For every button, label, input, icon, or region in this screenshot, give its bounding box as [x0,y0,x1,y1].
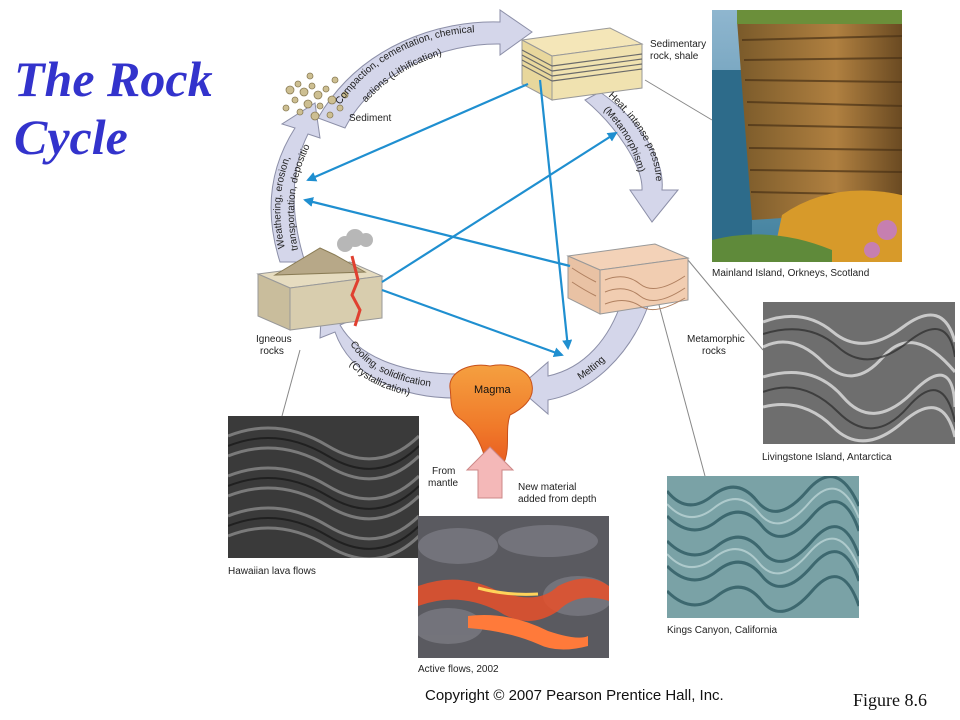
new-material-label-line-2: added from depth [518,494,596,505]
weathering-arrow [270,102,321,263]
hawaiian-caption: Hawaiian lava flows [228,566,316,577]
metamorphic-label-line-2: rocks [702,346,726,357]
metamorphic-rock-block [566,243,690,315]
igneous-to-magma-arrow [381,288,564,357]
shortcut-arrows [303,79,618,357]
magma-label: Magma [474,384,512,396]
igneous-label-line-2: rocks [260,346,284,357]
livingstone-photo [763,302,955,444]
from-mantle-label-line-2: mantle [428,478,458,489]
orkneys-caption: Mainland Island, Orkneys, Scotland [712,268,870,279]
orkneys-cliff-photo [712,10,902,262]
kings-canyon-photo [667,476,859,618]
metamorphic-to-sediment-arrow [303,197,571,268]
metamorphic-label-line-1: Metamorphic [687,334,745,345]
page-title: The Rock Cycle [14,50,213,166]
magma-blob [449,364,533,468]
svg-text:transportation, deposition: transportation, deposition [0,0,313,251]
figure-number: Figure 8.6 [853,690,927,710]
melting-arrow [517,299,649,416]
sedimentary-to-sediment-arrow [306,82,529,182]
sediment-pile [282,72,349,121]
metamorphism-arrow [584,91,680,223]
lithification-arrow [317,9,533,129]
sedimentary-label-line-2: rock, shale [650,51,699,62]
weathering-label-line-2: transportation, deposition [0,0,313,251]
title-line-2: Cycle [14,109,128,165]
sedimentary-label-line-1: Sedimentary [650,39,706,50]
new-material-label-line-1: New material [518,482,576,493]
igneous-to-sedimentary-arrow [381,131,618,283]
kings-canyon-caption: Kings Canyon, California [667,625,778,636]
livingstone-caption: Livingstone Island, Antarctica [762,452,892,463]
igneous-rock-block [256,229,384,331]
hawaiian-lava-photo [228,416,419,558]
title-line-1: The Rock [14,51,213,107]
active-flows-caption: Active flows, 2002 [418,664,499,675]
sediment-label: Sediment [349,113,391,124]
active-flows-photo [418,516,609,658]
copyright-notice: Copyright © 2007 Pearson Prentice Hall, … [425,687,724,704]
igneous-label-line-1: Igneous [256,334,292,345]
sedimentary-rock-block [520,27,644,101]
mantle-input-arrow [465,446,515,499]
sedimentary-to-magma-arrow [538,79,573,350]
from-mantle-label-line-1: From [432,466,455,477]
